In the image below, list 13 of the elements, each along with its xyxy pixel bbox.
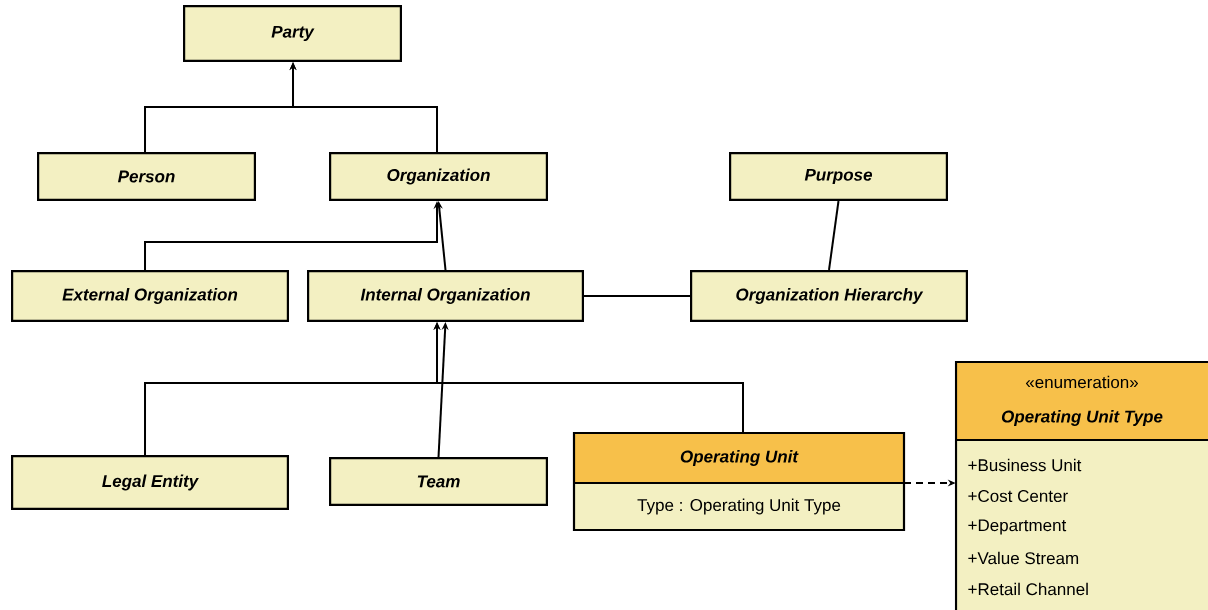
class-box: Team [329, 457, 548, 506]
class-box: Internal Organization [307, 270, 584, 322]
class-box: Purpose [729, 152, 948, 201]
class-box: Organization [329, 152, 548, 201]
class-box: Person [37, 152, 256, 201]
class-box: External Organization [11, 270, 289, 322]
connector [828, 200, 840, 271]
class-box: «enumeration» Operating Unit Type +Business Unit +Cost Center +Department +Value Stream +Retail Channel [954, 360, 1208, 610]
class-box: Party [183, 5, 402, 62]
class-box: Operating Unit Type : Operating Unit Type [572, 431, 906, 532]
connector [583, 295, 691, 297]
class-box: Organization Hierarchy [690, 270, 968, 322]
class-box: Legal Entity [11, 455, 289, 510]
